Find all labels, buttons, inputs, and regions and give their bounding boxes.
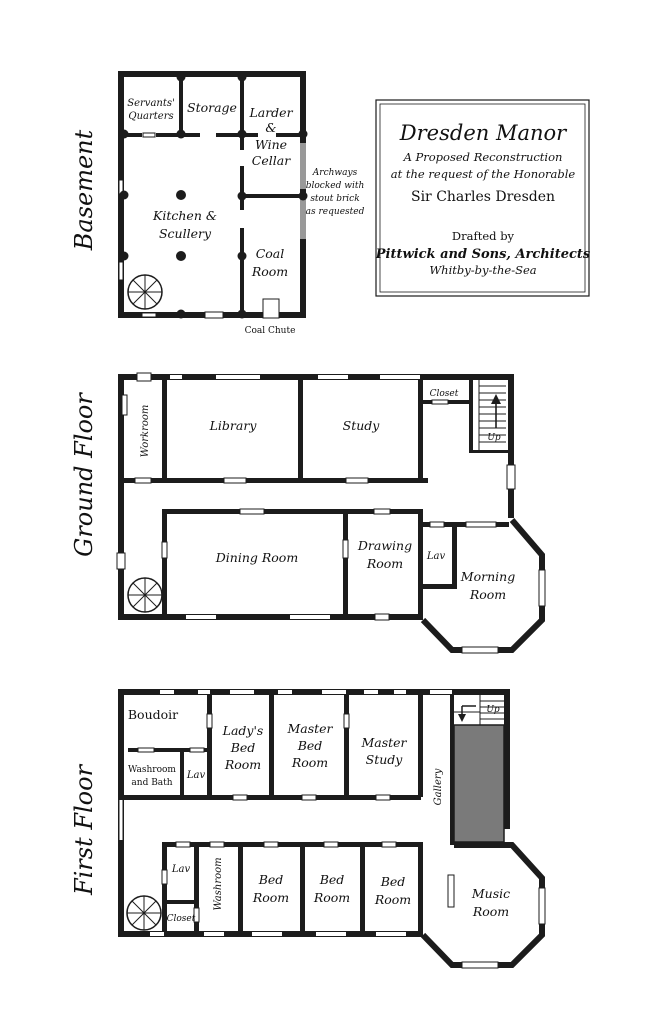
drafted-by-label: Drafted by xyxy=(452,229,515,243)
bedroom-2-label-2: Room xyxy=(313,890,350,905)
morning-room-label-2: Room xyxy=(469,587,506,602)
title-block: Dresden Manor A Proposed Reconstruction … xyxy=(375,99,591,297)
first-floor-heading: First Floor xyxy=(70,763,98,896)
music-room-label-2: Room xyxy=(472,904,509,919)
study-label: Study xyxy=(343,418,381,433)
ground-spiral-stair-icon[interactable] xyxy=(127,577,163,613)
coal-chute-label: Coal Chute xyxy=(245,326,296,336)
larder-label-3: Wine xyxy=(255,137,287,152)
ground-floor-plan: Workroom Library Study Closet Up Dining … xyxy=(116,372,546,654)
master-bedroom-label-3: Room xyxy=(291,755,328,770)
master-study-label-2: Study xyxy=(366,752,404,767)
dining-room-label: Dining Room xyxy=(215,550,298,565)
client-name: Sir Charles Dresden xyxy=(411,189,555,205)
washroom-label: Washroom xyxy=(213,857,224,910)
closet-label: Closet xyxy=(430,389,459,399)
storage-label: Storage xyxy=(187,100,237,115)
subtitle-line-2: at the request of the Honorable xyxy=(391,167,576,181)
first-floor-plan: Boudoir Washroom and Bath Lav Lady's Bed… xyxy=(118,689,546,969)
basement-heading: Basement xyxy=(70,129,98,251)
gallery-label: Gallery xyxy=(433,768,444,805)
music-room-bay xyxy=(420,842,546,969)
ladys-bedroom-label-1: Lady's xyxy=(222,723,264,738)
washroom-bath-label-2: and Bath xyxy=(131,778,172,788)
music-room-label-1: Music xyxy=(471,886,510,901)
servants-quarters-label-1: Servants' xyxy=(127,98,175,109)
lav-upper-label: Lav xyxy=(186,770,206,781)
bedroom-2-label-1: Bed xyxy=(319,872,345,887)
master-study-label-1: Master xyxy=(360,735,407,750)
library-label: Library xyxy=(209,418,258,433)
archway-note-1: Archways xyxy=(312,168,358,178)
archway-note-2: blocked with xyxy=(306,181,365,191)
spiral-stair-icon[interactable] xyxy=(127,274,163,310)
master-bedroom-label-2: Bed xyxy=(297,738,323,753)
boudoir-label: Boudoir xyxy=(128,707,178,722)
drawing-room-label-1: Drawing xyxy=(357,538,412,553)
master-bedroom-label-1: Master xyxy=(286,721,333,736)
morning-room-bay xyxy=(420,518,546,654)
archway-note-3: stout brick xyxy=(310,194,359,204)
coal-room-label-2: Room xyxy=(251,264,288,279)
bedroom-3-label-2: Room xyxy=(374,892,411,907)
first-spiral-stair-icon[interactable] xyxy=(126,895,162,931)
first-up-label: Up xyxy=(486,705,500,715)
up-label: Up xyxy=(487,433,501,443)
archway-note-4: as requested xyxy=(306,207,365,217)
ground-stair-icon[interactable] xyxy=(478,380,506,450)
architect-firm: Pittwick and Sons, Architects xyxy=(375,247,591,262)
larder-label-2: & xyxy=(265,120,276,135)
larder-label-4: Cellar xyxy=(252,153,291,168)
ladys-bedroom-label-3: Room xyxy=(224,757,261,772)
first-floor-stair-icon[interactable] xyxy=(454,695,504,725)
kitchen-label-1: Kitchen & xyxy=(152,208,217,223)
servants-quarters-label-2: Quarters xyxy=(128,111,173,122)
morning-room-label-1: Morning xyxy=(460,569,515,584)
drawing-room-label-2: Room xyxy=(366,556,403,571)
coal-room-label-1: Coal xyxy=(256,246,285,261)
workroom-label: Workroom xyxy=(140,405,151,458)
closet-first-label: Closet xyxy=(167,914,196,924)
lav-label: Lav xyxy=(426,551,446,562)
ground-floor-heading: Ground Floor xyxy=(70,392,98,557)
plan-title: Dresden Manor xyxy=(399,121,568,145)
washroom-bath-label-1: Washroom xyxy=(128,765,176,775)
lav-lower-label: Lav xyxy=(171,864,191,875)
firm-town: Whitby-by-the-Sea xyxy=(429,263,536,277)
bedroom-1-label-1: Bed xyxy=(258,872,284,887)
bedroom-1-label-2: Room xyxy=(252,890,289,905)
bedroom-3-label-1: Bed xyxy=(380,874,406,889)
ladys-bedroom-label-2: Bed xyxy=(230,740,256,755)
subtitle-line-1: A Proposed Reconstruction xyxy=(403,150,563,164)
larder-label-1: Larder xyxy=(248,105,293,120)
basement-plan: Servants' Quarters Storage Larder & Wine… xyxy=(118,71,365,336)
kitchen-label-2: Scullery xyxy=(159,226,212,241)
